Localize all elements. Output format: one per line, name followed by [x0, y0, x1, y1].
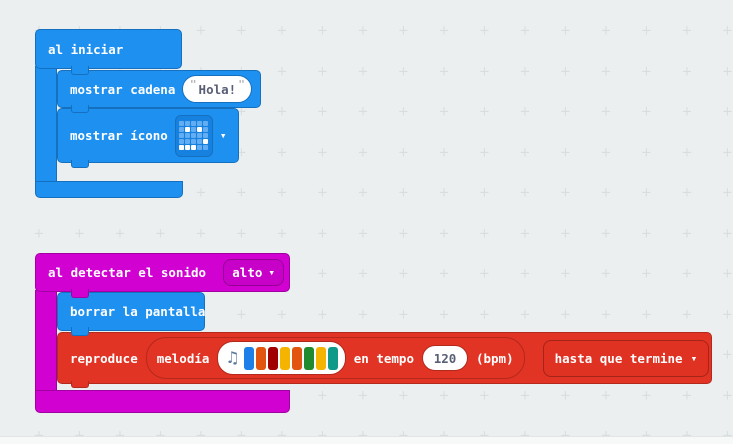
on-sound-hat[interactable]: al detectar el sonido alto ▾	[35, 253, 290, 292]
clear-screen-label: borrar la pantalla	[70, 304, 206, 319]
on-start-c-bottom[interactable]	[35, 181, 183, 198]
on-sound-label: al detectar el sonido	[48, 265, 207, 280]
tempo-label: en tempo	[353, 350, 414, 366]
chevron-down-icon[interactable]: ▾	[219, 129, 227, 142]
close-quote: "	[238, 77, 245, 91]
tempo-value: 120	[433, 350, 457, 366]
connector-tab	[71, 160, 89, 168]
open-quote: "	[189, 77, 197, 91]
chevron-down-icon: ▾	[690, 351, 698, 365]
melody-label: melodía	[156, 350, 210, 366]
bpm-label: (bpm)	[475, 350, 514, 366]
show-icon-block[interactable]: mostrar ícono ▾	[57, 108, 239, 163]
connector-tab	[71, 105, 89, 113]
icon-led-grid	[179, 121, 209, 150]
melody-preview-bars	[243, 346, 338, 370]
show-string-label: mostrar cadena	[70, 81, 176, 97]
string-value: Hola!	[198, 81, 237, 97]
chevron-down-icon: ▾	[268, 266, 275, 279]
repeat-value: hasta que termine	[554, 350, 683, 366]
on-start-c-spine[interactable]	[35, 66, 57, 183]
show-icon-label: mostrar ícono	[70, 128, 168, 143]
melody-preview-field[interactable]: ♫	[217, 341, 346, 375]
on-start-label: al iniciar	[48, 41, 124, 57]
repeat-dropdown[interactable]: hasta que termine ▾	[542, 339, 710, 377]
on-sound-c-bottom[interactable]	[35, 390, 290, 413]
melody-expression[interactable]: melodía ♫ en tempo 120 (bpm)	[145, 337, 525, 379]
icon-picker-field[interactable]	[174, 114, 213, 157]
connector-tab	[71, 289, 89, 298]
clear-screen-block[interactable]: borrar la pantalla	[57, 292, 205, 331]
music-note-icon: ♫	[225, 348, 240, 367]
horizontal-scrollbar[interactable]	[0, 436, 733, 444]
connector-tab	[71, 66, 89, 75]
on-start-hat[interactable]: al iniciar	[35, 29, 182, 69]
sound-level-value: alto	[232, 265, 263, 280]
on-sound-c-spine[interactable]	[35, 290, 57, 390]
connector-tab	[71, 381, 89, 388]
string-field[interactable]: " Hola! "	[182, 75, 253, 103]
show-string-block[interactable]: mostrar cadena " Hola! "	[57, 70, 261, 108]
tempo-field[interactable]: 120	[421, 345, 468, 371]
sound-level-dropdown[interactable]: alto ▾	[223, 259, 284, 286]
play-melody-block[interactable]: reproduce melodía ♫ en tempo 120 (bpm) h…	[57, 332, 712, 384]
connector-tab	[71, 327, 89, 336]
play-label: reproduce	[70, 350, 138, 366]
